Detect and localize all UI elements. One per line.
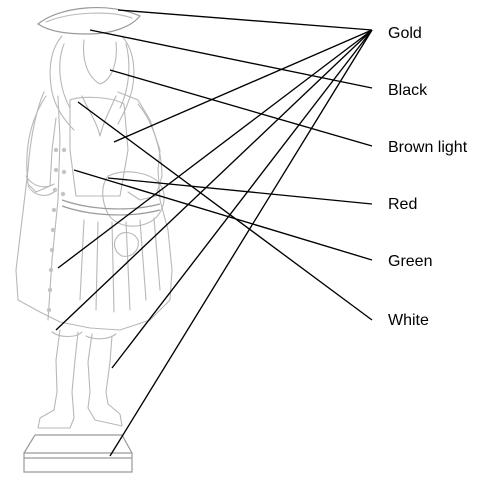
label-red: Red [388, 196, 417, 214]
waistcoat [70, 97, 128, 196]
pedestal-base [24, 435, 132, 472]
leader-gold-hat-brim [118, 10, 372, 30]
cravat [82, 96, 116, 136]
left-arm [27, 96, 56, 192]
right-boot [88, 334, 122, 426]
leader-lines [56, 10, 372, 456]
head [84, 40, 117, 84]
leader-gold-chest [114, 30, 372, 142]
label-green: Green [388, 253, 432, 271]
leader-gold-coat-front [58, 30, 372, 268]
left-boot [38, 330, 78, 428]
leader-black-hat [90, 30, 372, 88]
boot-cuffs [52, 332, 116, 339]
label-white: White [388, 312, 429, 330]
hat-trim [46, 13, 132, 22]
coat-skirt-folds [80, 218, 160, 312]
leader-gold-boot [112, 30, 372, 368]
label-brown-light: Brown light [388, 139, 467, 157]
tricorn-hat [38, 8, 140, 34]
leader-white-cravat [78, 102, 372, 320]
label-gold: Gold [388, 25, 422, 43]
figurine-sketch [16, 8, 172, 472]
label-black: Black [388, 82, 427, 100]
leader-gold-pedestal [110, 30, 372, 456]
